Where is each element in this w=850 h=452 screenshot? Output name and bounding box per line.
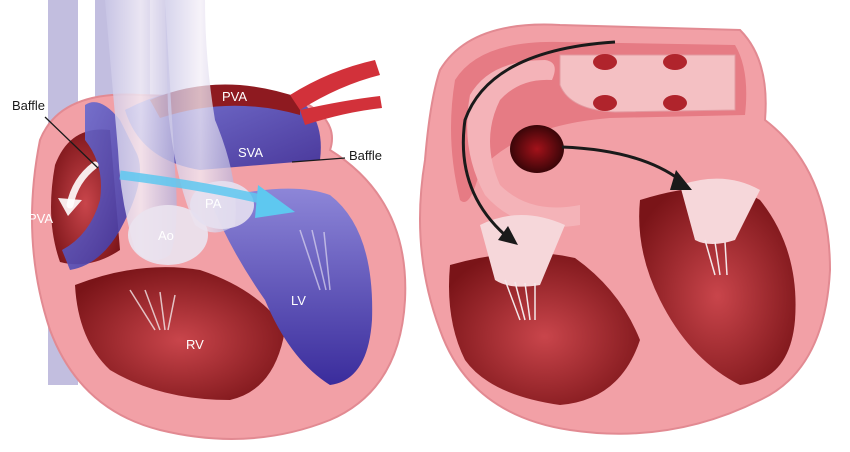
label-ao: Ao [158,228,174,243]
valve-orifice [510,125,564,173]
label-lv: LV [291,293,306,308]
left-chordae [704,239,728,276]
right-heart [419,23,832,435]
rv-chordae [129,289,176,331]
label-baffle-left: Baffle [12,98,45,113]
flow-arrow-cyan-head [255,185,295,218]
orifice-1 [593,54,617,70]
pulmonary-vein-2 [300,96,382,125]
flow-arrow-white-head [58,198,82,216]
orifice-4 [663,95,687,111]
baffle-wall-right [467,60,580,227]
flow-arrow-black-2-head [670,170,692,190]
right-ventricle-chamber [449,252,640,405]
flow-arrow-black-2 [561,145,681,182]
left-ventricle-chamber [639,187,796,385]
right-chordae [504,279,536,321]
ao-valve [128,205,208,265]
flow-arrow-black-1 [461,40,616,237]
aorta-tube [105,0,177,261]
flow-arrow-black-1-head [498,226,518,245]
valve-cone-left [680,178,760,244]
lv-chordae [299,229,331,291]
venous-orifices [593,54,687,111]
label-sva: SVA [238,145,263,160]
pulmonary-vein-1 [290,60,380,110]
inner-atrium [559,54,736,113]
label-rv: RV [186,337,204,352]
rv-chamber [75,267,285,400]
label-baffle-right: Baffle [349,148,382,163]
baffle-right-leader [291,157,346,163]
flow-arrow-cyan [119,170,267,205]
label-pva-top: PVA [222,89,247,104]
pa-tube [165,0,236,233]
baffle-left-leader [44,116,99,169]
label-pva-left: PVA [28,211,53,226]
lv-chamber [210,188,373,385]
orifice-2 [663,54,687,70]
orifice-3 [593,95,617,111]
label-pa: PA [205,196,222,211]
left-heart: Baffle Baffle PVA SVA PVA PA Ao LV RV [12,0,407,440]
